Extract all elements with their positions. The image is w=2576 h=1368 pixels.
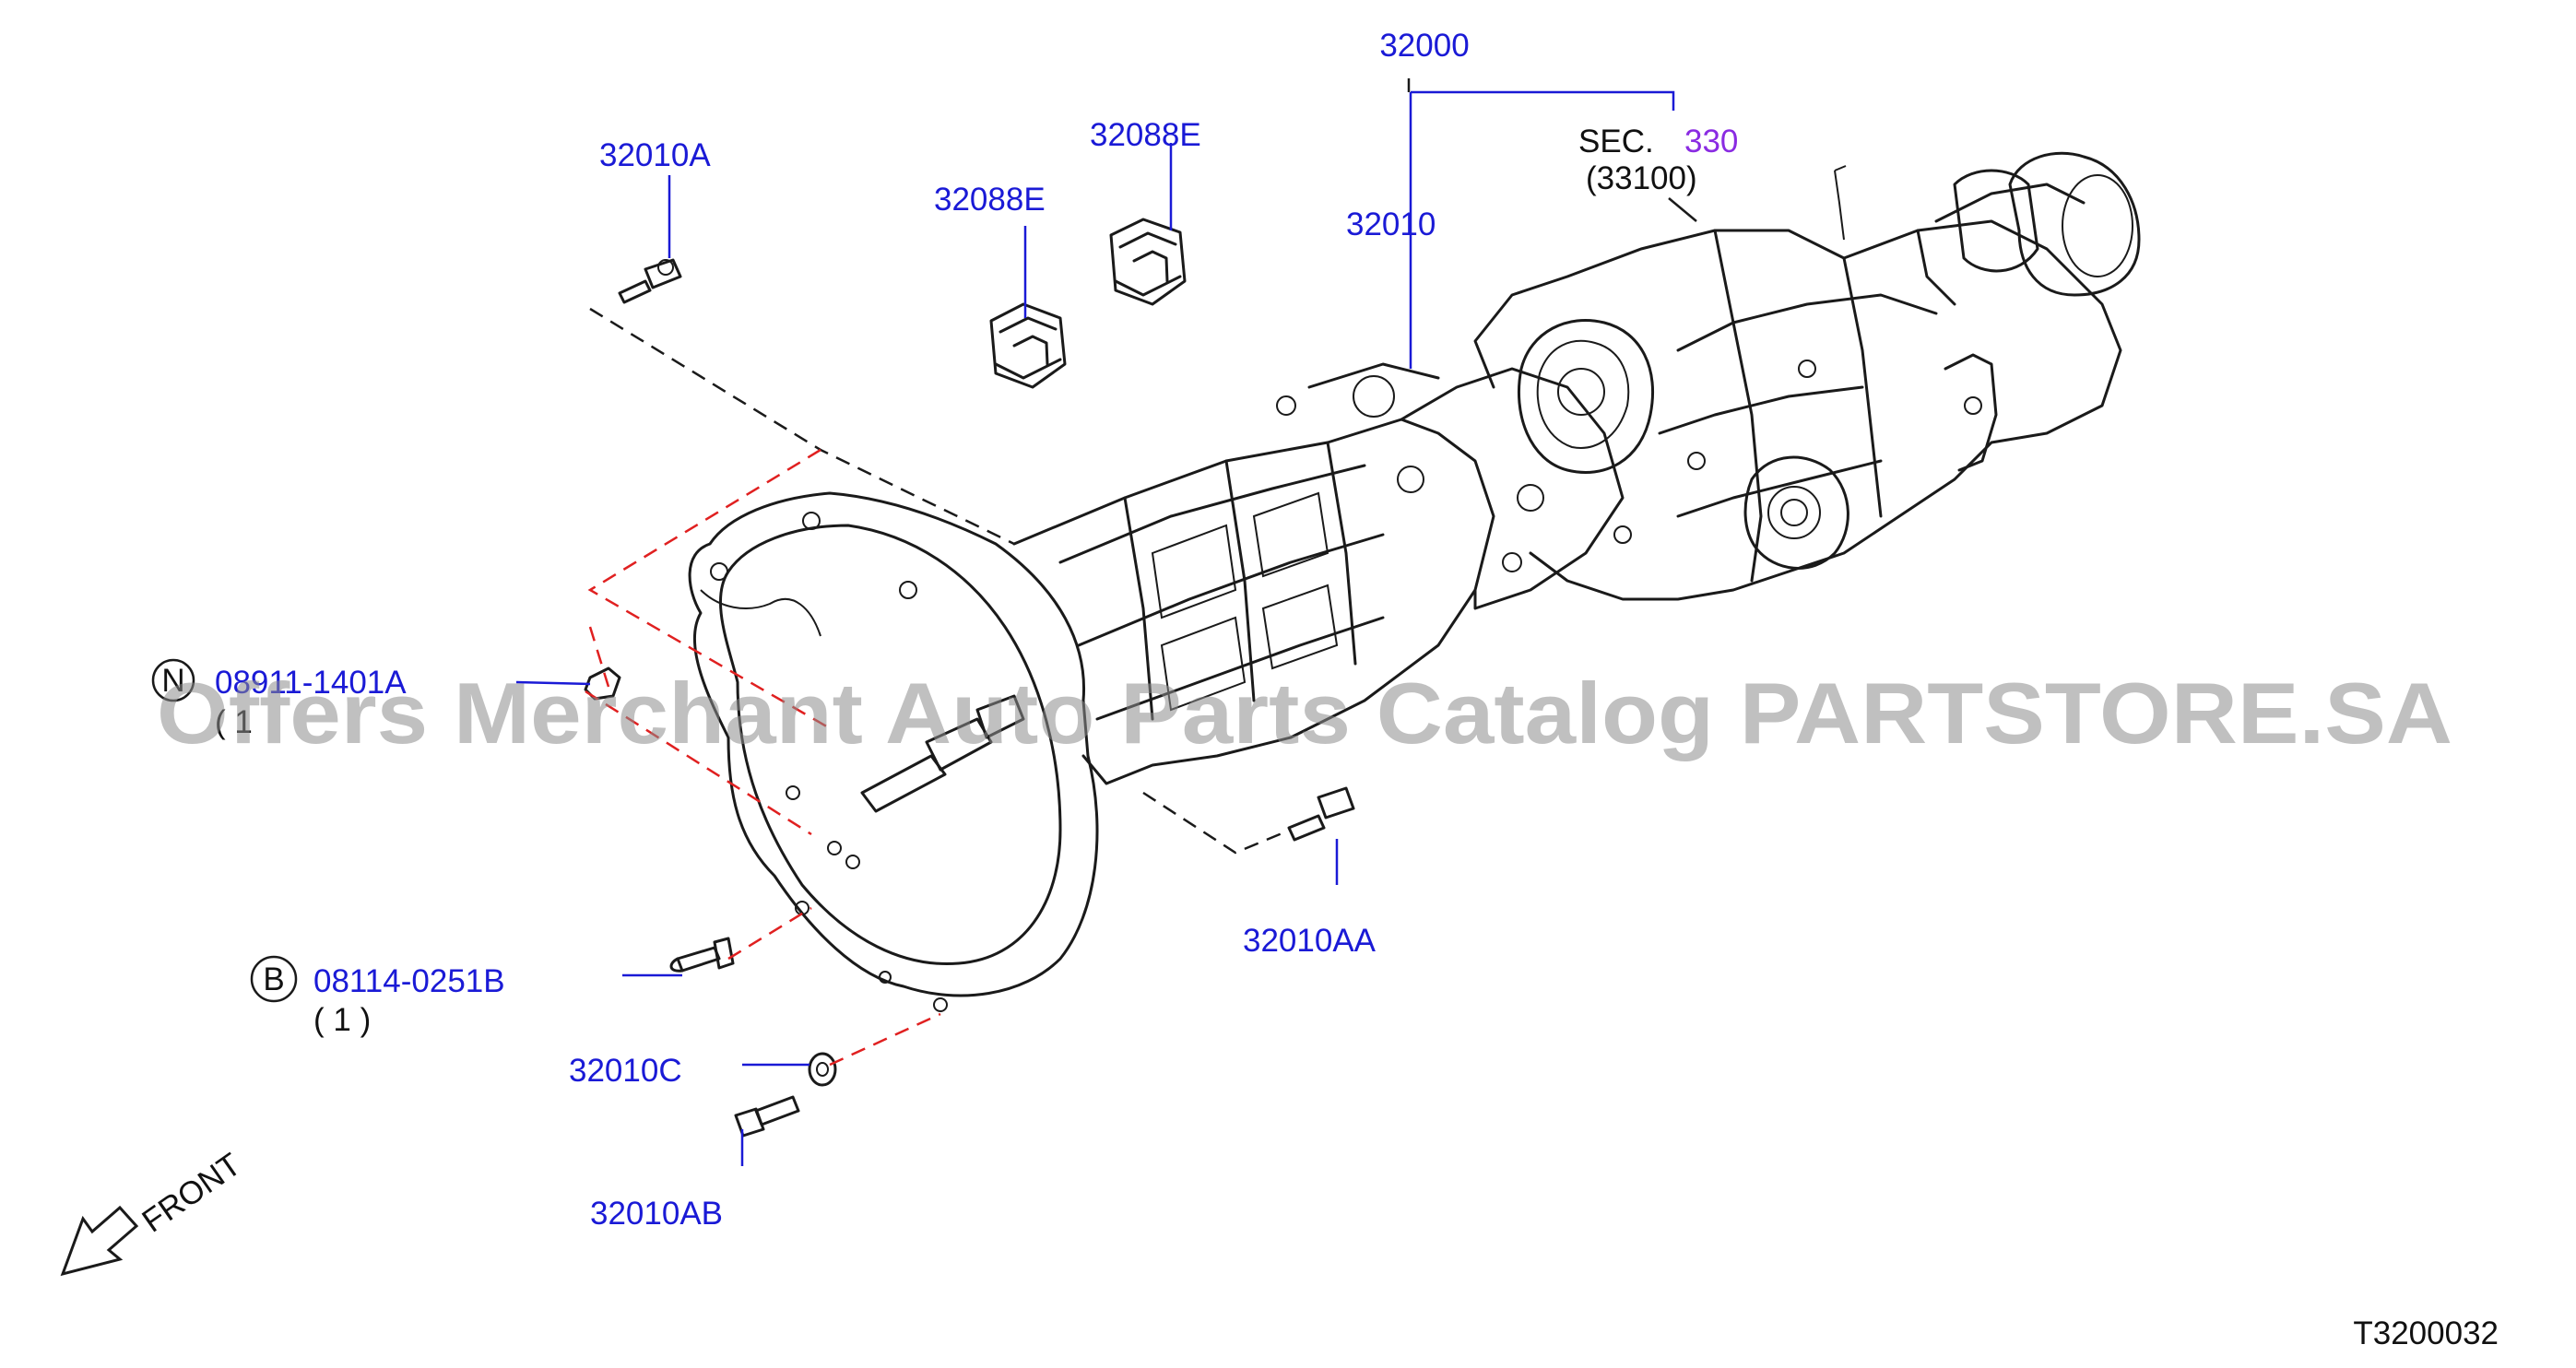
- callout-b-part[interactable]: 08114-0251B: [313, 963, 505, 999]
- callout-b-qty: ( 1 ): [313, 1002, 371, 1038]
- callout-n-letter: N: [161, 663, 184, 699]
- bolt-32010aa-drawing: [1287, 786, 1355, 842]
- callout-b-letter: B: [263, 961, 284, 997]
- figure-code: T3200032: [2353, 1315, 2499, 1351]
- label-32088e-left[interactable]: 32088E: [934, 182, 1046, 218]
- section-link-330[interactable]: 330: [1684, 124, 1738, 159]
- bolt-08114-0251b-drawing: [669, 937, 735, 973]
- callout-n-qty: ( 1: [215, 704, 253, 740]
- front-direction-indicator: FRONT: [60, 1146, 247, 1277]
- mount-32088e-left-drawing: [989, 302, 1067, 389]
- washer-32010c-drawing: [808, 1052, 837, 1087]
- watermark: Offers Merchant Auto Parts Catalog PARTS…: [157, 665, 2452, 761]
- transmission-assembly-drawing: [688, 151, 2141, 1012]
- callout-n-part[interactable]: 08911-1401A: [215, 665, 407, 701]
- bolt-32010ab-drawing: [734, 1095, 800, 1138]
- label-32010aa[interactable]: 32010AA: [1243, 923, 1377, 959]
- front-arrow-icon: [60, 1205, 139, 1277]
- nut-08911-1401a-drawing: [584, 666, 621, 701]
- mount-32088e-right-drawing: [1109, 218, 1187, 306]
- label-32000[interactable]: 32000: [1379, 28, 1469, 64]
- section-sub: (33100): [1586, 160, 1697, 196]
- section-prefix: SEC.: [1578, 124, 1654, 159]
- label-32010c[interactable]: 32010C: [569, 1053, 682, 1089]
- section-reference[interactable]: SEC. 330 (33100): [1578, 124, 1738, 196]
- label-32010a[interactable]: 32010A: [599, 137, 711, 173]
- leader-lines: [515, 78, 1697, 1166]
- label-32010ab[interactable]: 32010AB: [590, 1196, 723, 1232]
- front-label: FRONT: [136, 1146, 247, 1239]
- part-labels: 32000 32010 32010A 32088E 32088E 32010AA…: [569, 28, 1470, 1232]
- bolt-32010a-drawing: [618, 258, 682, 304]
- label-32010[interactable]: 32010: [1346, 206, 1436, 242]
- callout-b[interactable]: B 08114-0251B ( 1 ): [250, 955, 505, 1038]
- label-32088e-right[interactable]: 32088E: [1090, 117, 1201, 153]
- callout-n[interactable]: N 08911-1401A ( 1: [151, 658, 407, 740]
- alignment-lines: [585, 307, 1292, 1067]
